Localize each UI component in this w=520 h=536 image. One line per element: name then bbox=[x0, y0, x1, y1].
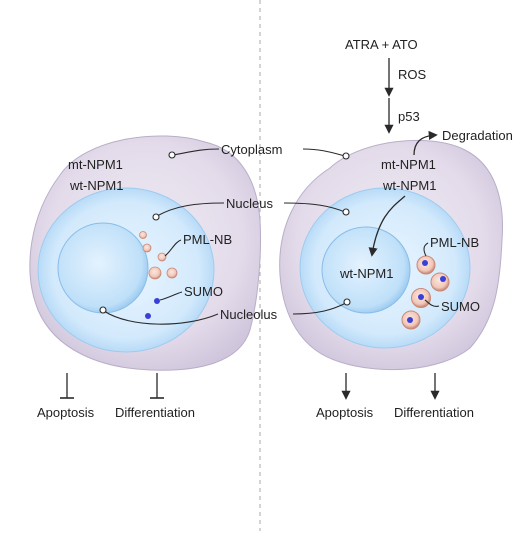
cytoplasm-anchor-right bbox=[342, 152, 350, 160]
left-sumo-dot bbox=[154, 298, 160, 304]
nucleolus-anchor-left bbox=[99, 306, 107, 314]
nucleolus-label: Nucleolus bbox=[220, 307, 278, 322]
nucleus-label: Nucleus bbox=[226, 196, 273, 211]
right-pml-leader bbox=[423, 242, 429, 257]
cytoplasm-anchor-left bbox=[168, 151, 176, 159]
right-pml-body bbox=[416, 255, 436, 275]
right-pml-body bbox=[430, 272, 450, 292]
left-pml-body bbox=[166, 267, 178, 279]
right-pml-body bbox=[401, 310, 421, 330]
left-sumo-leader bbox=[159, 291, 183, 301]
nucleus-anchor-right bbox=[342, 208, 350, 216]
left-wt-npm1-label: wt-NPM1 bbox=[69, 178, 123, 193]
left-differentiation-label: Differentiation bbox=[115, 405, 195, 420]
nucleolus-leader-left bbox=[103, 310, 219, 325]
mt-npm1-degradation-arrow bbox=[413, 130, 438, 156]
left-nucleolus bbox=[57, 222, 149, 314]
right-treatment-label: ATRA + ATO bbox=[345, 37, 418, 52]
right-sumo-leader bbox=[424, 299, 440, 307]
right-ros-label: ROS bbox=[398, 67, 427, 82]
nucleus-anchor-left bbox=[152, 213, 160, 221]
right-pml-nb-label: PML-NB bbox=[430, 235, 479, 250]
right-wt-npm1-label: wt-NPM1 bbox=[382, 178, 436, 193]
right-cell: ATRA + ATO ROS p53 Degradation mt-NPM1 w… bbox=[279, 37, 513, 371]
left-cell: mt-NPM1 wt-NPM1 PML-NB SUMO bbox=[29, 135, 262, 371]
right-pml-body bbox=[411, 288, 431, 308]
left-sumo-label: SUMO bbox=[184, 284, 223, 299]
right-sumo-label: SUMO bbox=[441, 299, 480, 314]
left-pml-body bbox=[142, 243, 152, 253]
left-outcomes: Apoptosis Differentiation bbox=[37, 373, 195, 420]
right-mt-npm1-label: mt-NPM1 bbox=[381, 157, 436, 172]
nucleus-leader-left bbox=[156, 202, 225, 217]
right-outcomes: Apoptosis Differentiation bbox=[316, 373, 474, 420]
left-mt-npm1-label: mt-NPM1 bbox=[68, 157, 123, 172]
right-p53-label: p53 bbox=[398, 109, 420, 124]
shared-compartment-labels: Cytoplasm Nucleus Nucleolus bbox=[99, 142, 351, 325]
right-differentiation-label: Differentiation bbox=[394, 405, 474, 420]
cytoplasm-leader-right bbox=[302, 148, 346, 157]
wt-npm1-relocalization-arrow bbox=[368, 195, 406, 257]
left-pml-leader bbox=[164, 239, 182, 257]
right-degradation-label: Degradation bbox=[442, 128, 513, 143]
left-pml-body bbox=[157, 252, 167, 262]
nucleolus-leader-right bbox=[292, 302, 347, 315]
right-wt-npm1-nucleolus-label: wt-NPM1 bbox=[339, 266, 393, 281]
right-nucleolus bbox=[321, 226, 411, 314]
left-apoptosis-label: Apoptosis bbox=[37, 405, 95, 420]
right-apoptosis-label: Apoptosis bbox=[316, 405, 374, 420]
left-pml-body bbox=[148, 266, 162, 280]
left-sumo-dot bbox=[145, 313, 151, 319]
nucleolus-anchor-right bbox=[343, 298, 351, 306]
cytoplasm-label: Cytoplasm bbox=[221, 142, 282, 157]
cytoplasm-leader-left bbox=[172, 148, 220, 156]
left-pml-body bbox=[139, 231, 147, 239]
left-pml-nb-label: PML-NB bbox=[183, 232, 232, 247]
nucleus-leader-right bbox=[283, 202, 346, 213]
